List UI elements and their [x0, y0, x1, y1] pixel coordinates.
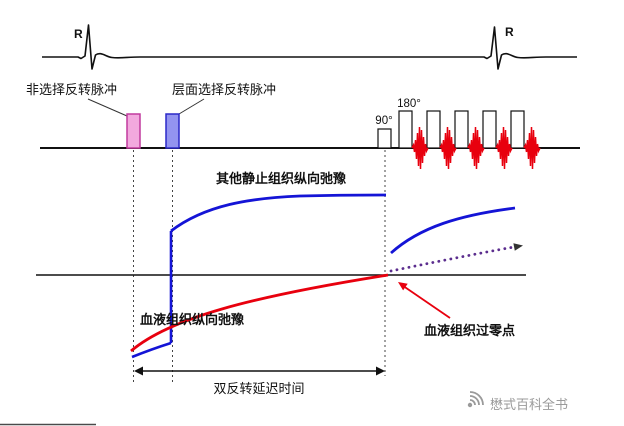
slice-selective-inversion-pulse: [165, 113, 180, 149]
static-tissue-curve: [170, 193, 387, 233]
ecg-trace: [42, 24, 577, 70]
nonselective-pulse-label: 非选择反转脉冲: [26, 82, 117, 97]
watermark-logo-arc: [469, 391, 484, 406]
pulse-180: [398, 110, 413, 149]
ecg-r-label-right: R: [505, 25, 514, 39]
zero-cross-arrow: [403, 285, 451, 319]
echo-signal: [495, 126, 513, 170]
pulse-180: [510, 110, 525, 149]
static-tissue-curve-label: 其他静止组织纵向弛豫: [216, 171, 346, 186]
static-tissue-curve-pre: [131, 341, 172, 359]
pulse-90: [377, 128, 392, 149]
watermark-logo-icon: [467, 391, 484, 408]
delay-time-label: 双反转延迟时间: [213, 381, 304, 396]
pulse-180: [426, 110, 441, 149]
zero-cross-arrowhead: [398, 282, 408, 291]
watermark-logo-arc: [469, 395, 480, 406]
delay-arrowhead-left: [134, 366, 143, 376]
watermark: 懋式百科全书: [467, 391, 568, 412]
flip-180-label: 180°: [397, 98, 421, 110]
watermark-text: 懋式百科全书: [490, 397, 568, 412]
blood-post-90-dotted-curve: [389, 245, 516, 273]
nonselective-leader-line: [87, 98, 128, 117]
echo-signal: [439, 126, 457, 170]
static-tissue-regrowth-curve: [390, 206, 516, 255]
echo-signal: [523, 126, 541, 170]
blood-curve: [130, 273, 389, 353]
slice-selective-pulse-label: 层面选择反转脉冲: [172, 82, 276, 97]
blood-zero-cross-label: 血液组织过零点: [424, 323, 515, 338]
delay-arrowhead-right: [376, 366, 385, 376]
pulse-180: [482, 110, 497, 149]
delay-interval-arrow: [134, 366, 385, 376]
slice-selective-leader-line: [178, 98, 205, 115]
nonselective-inversion-pulse: [126, 113, 141, 149]
dotted-curve-arrowhead: [513, 243, 523, 251]
echo-signal: [411, 126, 429, 170]
watermark-logo-dot: [467, 402, 473, 408]
ecg-r-label-left: R: [74, 27, 83, 41]
watermark-logo-arc: [469, 399, 476, 406]
echo-signal: [467, 126, 485, 170]
blood-curve-label: 血液组织纵向弛豫: [140, 312, 244, 327]
pulse-180: [454, 110, 469, 149]
flip-90-label: 90°: [375, 115, 392, 127]
